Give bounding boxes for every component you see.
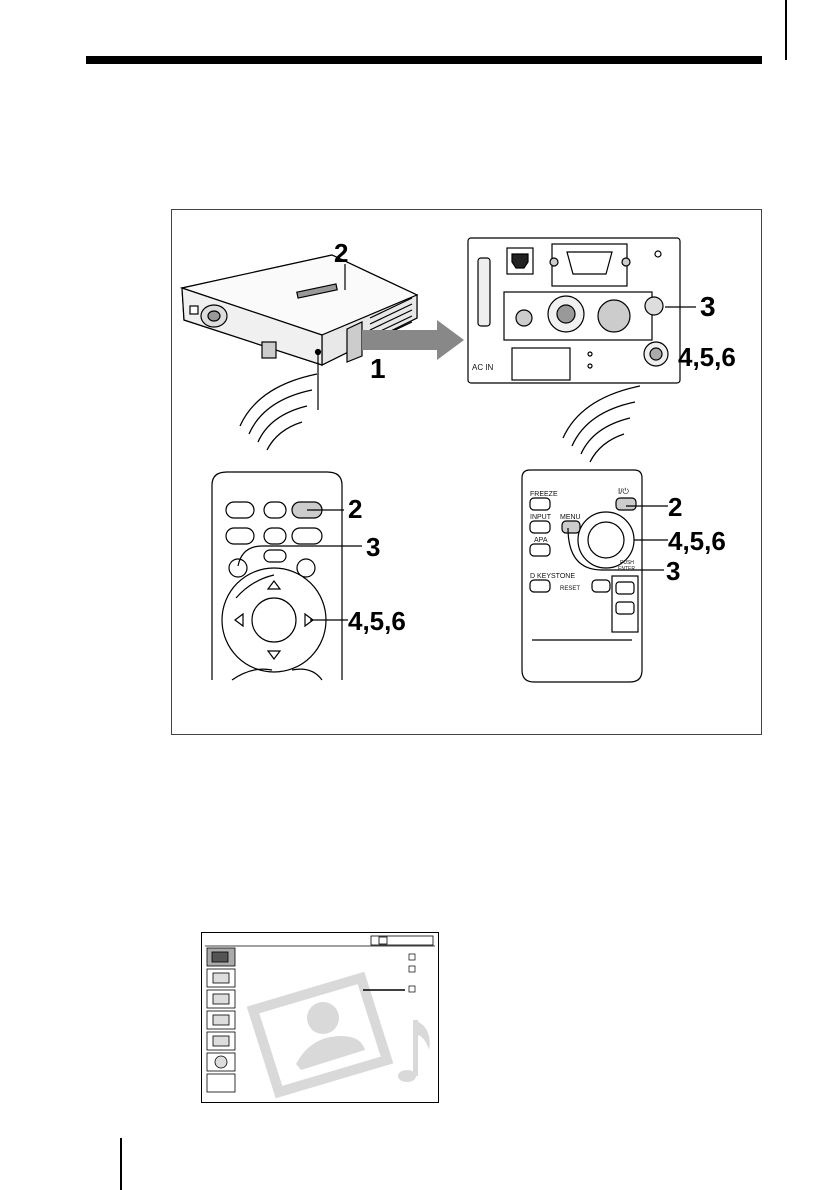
remote-control-icon xyxy=(212,472,342,680)
callout-3-panel: 3 xyxy=(700,291,716,322)
wireless-signal-icon xyxy=(563,386,640,462)
footer-rule xyxy=(120,1138,122,1190)
cut-line xyxy=(785,0,787,60)
menu-screenshot xyxy=(201,932,439,1103)
figure-illustration: 2 1 AC IN 3 4,5,6 xyxy=(172,210,761,734)
callout-2-remote-right: 2 xyxy=(668,492,682,522)
power-label: I/⏻ xyxy=(618,487,629,496)
callout-1-projector: 1 xyxy=(370,353,386,384)
control-panel xyxy=(468,238,680,383)
menu-sidebar xyxy=(207,948,235,1092)
freeze-label: FREEZE xyxy=(530,491,558,498)
input-label: INPUT xyxy=(530,514,552,521)
instruction-figure: 2 1 AC IN 3 4,5,6 xyxy=(171,209,762,735)
menu-screenshot-illustration xyxy=(201,932,439,1103)
wireless-signal-icon xyxy=(240,374,317,450)
reset-label: RESET xyxy=(560,586,580,592)
callout-3-remote-right: 3 xyxy=(666,556,680,586)
callout-2-projector: 2 xyxy=(334,238,348,268)
header-bar xyxy=(86,56,762,64)
callout-3-remote-left: 3 xyxy=(366,532,380,562)
ac-in-label: AC IN xyxy=(472,363,494,372)
apa-label: APA xyxy=(534,537,548,544)
callout-2-remote-left: 2 xyxy=(348,494,362,524)
callout-456-remote-left: 4,5,6 xyxy=(348,606,406,636)
callout-456-panel: 4,5,6 xyxy=(678,342,736,372)
d-keystone-label: D KEYSTONE xyxy=(530,573,575,580)
callout-456-remote-right: 4,5,6 xyxy=(668,526,726,556)
enter-label: ENTER xyxy=(618,566,635,572)
menu-label: MENU xyxy=(560,514,581,521)
